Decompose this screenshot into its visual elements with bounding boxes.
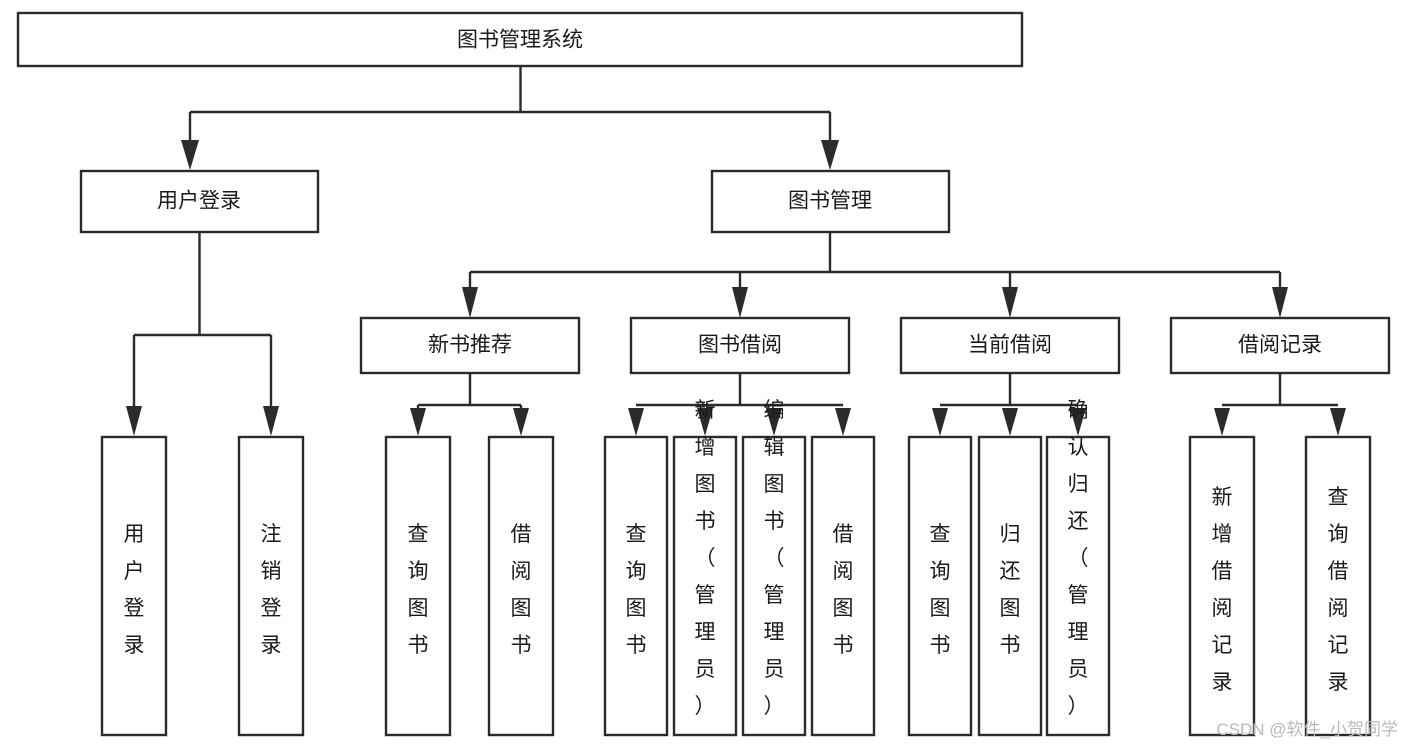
node-root-box[interactable] [16,11,1024,68]
arrowhead-leaf-query-book-1 [410,408,426,436]
connector-group-user-login-to-leaves [126,232,279,436]
leaf-user-login-label: 用户登录 [124,523,145,657]
leaf-query-book-3-box[interactable] [907,435,973,737]
leaf-borrow-book-2-label: 借阅图书 [833,523,854,657]
leaf-node-query-book-1[interactable]: 查询图书 [384,435,452,737]
leaf-add-record-box[interactable] [1188,435,1256,737]
arrowhead-leaf-borrow-book-2 [835,408,851,436]
node-user-login-label: 用户登录 [157,190,241,213]
leaf-confirm-return-label: 确认归还（管理员） [1068,399,1089,718]
node-book-management-label: 图书管理 [788,190,872,213]
node-book-borrow-box[interactable] [629,316,851,375]
leaf-node-borrow-book-1[interactable]: 借阅图书 [487,435,555,737]
arrowhead-leaf-borrow-book-1 [513,408,529,436]
leaf-query-record-box[interactable] [1304,435,1372,737]
leaf-borrow-book-2-box[interactable] [810,435,876,737]
arrowhead-leaf-add-record [1214,408,1230,436]
node-borrow-record[interactable]: 借阅记录 [1169,316,1391,375]
arrowhead-current-borrow [1002,287,1018,318]
leaf-node-add-record[interactable]: 新增借阅记录 [1188,435,1256,737]
leaf-node-return-book[interactable]: 归还图书 [977,435,1043,737]
node-user-login[interactable]: 用户登录 [79,169,320,234]
arrowhead-leaf-query-book-2 [628,408,644,436]
connector-group-current-borrow-to-leaves [932,373,1086,436]
node-book-management[interactable]: 图书管理 [710,169,951,234]
node-current-borrow-box[interactable] [899,316,1121,375]
connector-group-new-book-to-leaves [410,373,529,436]
node-new-book-recommend-box[interactable] [359,316,581,375]
leaf-logout-login-box[interactable] [237,435,305,737]
node-book-borrow[interactable]: 图书借阅 [629,316,851,375]
node-root-label: 图书管理系统 [457,29,583,52]
leaf-return-book-label: 归还图书 [1000,523,1021,657]
leaf-edit-book-box[interactable] [741,435,807,737]
arrowhead-leaf-confirm-return [1070,408,1086,436]
node-root[interactable]: 图书管理系统 [16,11,1024,68]
arrowhead-book-borrow [732,287,748,318]
leaf-add-record-label: 新增借阅记录 [1212,486,1233,694]
leaf-node-edit-book[interactable]: 编辑图书（管理员） [741,399,807,737]
node-current-borrow[interactable]: 当前借阅 [899,316,1121,375]
arrowhead-book-management [821,140,839,170]
arrowhead-leaf-logout-login [263,406,279,436]
leaf-query-book-3-label: 查询图书 [930,523,951,657]
leaf-return-book-box[interactable] [977,435,1043,737]
leaf-node-user-login[interactable]: 用户登录 [100,435,168,737]
leaf-query-book-2-label: 查询图书 [626,523,647,657]
node-current-borrow-label: 当前借阅 [968,334,1052,357]
node-new-book-recommend[interactable]: 新书推荐 [359,316,581,375]
leaf-node-logout-login[interactable]: 注销登录 [237,435,305,737]
connector-group-book-borrow-to-leaves [628,373,851,436]
arrowhead-user-login [181,140,199,170]
leaf-add-book-box[interactable] [672,435,738,737]
leaf-borrow-book-1-label: 借阅图书 [511,523,532,657]
arrowhead-leaf-query-record [1330,408,1346,436]
node-book-borrow-label: 图书借阅 [698,334,782,357]
arrowhead-leaf-add-book [697,408,713,436]
leaf-node-confirm-return[interactable]: 确认归还（管理员） [1045,399,1111,737]
arrowhead-leaf-edit-book [766,408,782,436]
leaf-add-book-label: 新增图书（管理员） [695,399,716,718]
leaf-query-book-1-label: 查询图书 [408,523,429,657]
leaf-node-query-record[interactable]: 查询借阅记录 [1304,435,1372,737]
arrowhead-new-book-recommend [462,287,478,318]
leaf-edit-book-label: 编辑图书（管理员） [764,399,785,718]
node-book-management-box[interactable] [710,169,951,234]
leaf-user-login-box[interactable] [100,435,168,737]
leaf-node-add-book[interactable]: 新增图书（管理员） [672,399,738,737]
node-user-login-box[interactable] [79,169,320,234]
connector-group-root-to-level2 [181,66,839,170]
node-borrow-record-box[interactable] [1169,316,1391,375]
arrowhead-borrow-record [1272,287,1288,318]
leaf-confirm-return-box[interactable] [1045,435,1111,737]
leaf-node-query-book-3[interactable]: 查询图书 [907,435,973,737]
node-new-book-recommend-label: 新书推荐 [428,334,512,357]
leaf-logout-login-label: 注销登录 [261,523,282,657]
leaf-query-book-1-box[interactable] [384,435,452,737]
leaf-query-record-label: 查询借阅记录 [1328,486,1349,694]
watermark-label: CSDN @软件_小贺同学 [1216,720,1398,739]
leaf-borrow-book-1-box[interactable] [487,435,555,737]
arrowhead-leaf-user-login [126,406,142,436]
leaf-node-borrow-book-2[interactable]: 借阅图书 [810,435,876,737]
leaf-query-book-2-box[interactable] [603,435,669,737]
connector-group-book-management-to-level3 [462,232,1288,318]
leaf-node-query-book-2[interactable]: 查询图书 [603,435,669,737]
connector-group-borrow-record-to-leaves [1214,373,1346,436]
arrowhead-leaf-query-book-3 [932,408,948,436]
arrowhead-leaf-return-book [1002,408,1018,436]
node-borrow-record-label: 借阅记录 [1238,334,1322,357]
